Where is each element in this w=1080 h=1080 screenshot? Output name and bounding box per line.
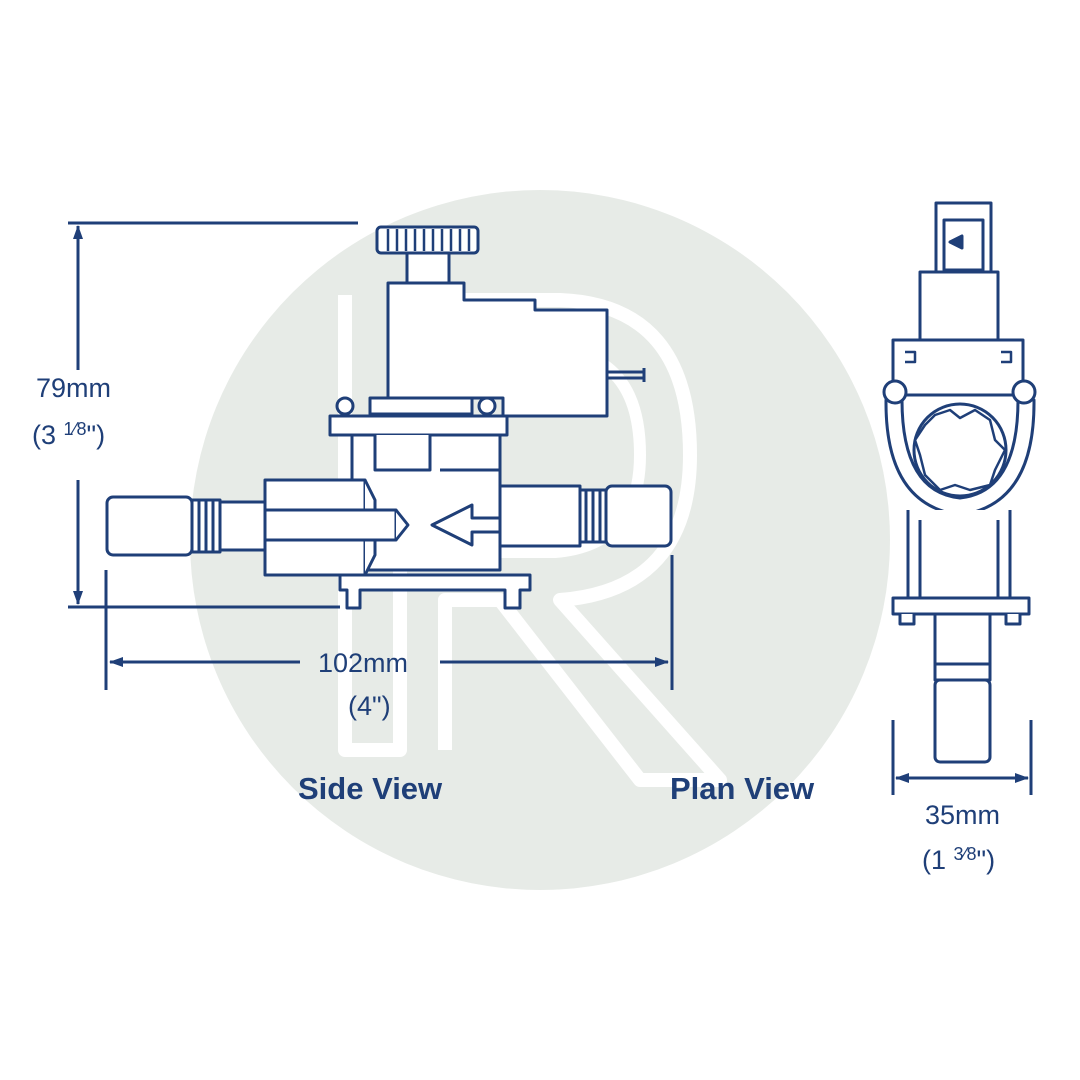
knob-knurling <box>386 229 471 251</box>
solenoid-base <box>368 396 474 416</box>
length-metric-label: 102mm <box>318 648 409 678</box>
plan-screw-right <box>1011 379 1037 405</box>
width-metric-label: 35mm <box>925 800 1001 830</box>
width-imperial-suffix: ") <box>976 845 996 875</box>
height-metric-label: 79mm <box>36 373 112 403</box>
side-view-drawing <box>105 225 673 610</box>
height-imperial-prefix: (3 <box>32 420 64 450</box>
knob-stem <box>405 251 451 285</box>
width-imperial-fraction: 3⁄8 <box>953 844 977 864</box>
plan-lower-pipe <box>933 612 992 666</box>
height-imperial-label: (3 1⁄8") <box>32 420 105 449</box>
length-imperial-label: (4") <box>348 691 391 721</box>
mounting-bracket <box>338 573 532 610</box>
outlet-threads <box>190 498 222 554</box>
knob <box>375 225 480 255</box>
plan-lower-fitting <box>933 678 992 764</box>
inlet-fitting <box>604 484 673 548</box>
outlet-fitting <box>105 495 194 557</box>
inlet-pipe <box>498 484 582 548</box>
plan-body <box>891 338 1025 397</box>
plan-base-bracket <box>891 596 1031 616</box>
plan-view-dimensions <box>891 720 1033 795</box>
width-imperial-label: (1 3⁄8") <box>922 845 995 874</box>
inlet-threads <box>578 488 608 544</box>
width-imperial-prefix: (1 <box>922 845 954 875</box>
side-view-title: Side View <box>298 771 443 806</box>
plan-view-title: Plan View <box>670 771 815 806</box>
side-view-dimensions <box>68 221 674 690</box>
plan-view-drawing <box>882 201 1037 764</box>
height-imperial-suffix: ") <box>86 420 106 450</box>
height-imperial-fraction: 1⁄8 <box>63 419 87 439</box>
plan-stem <box>906 510 1012 602</box>
plan-screw-left <box>882 379 908 405</box>
